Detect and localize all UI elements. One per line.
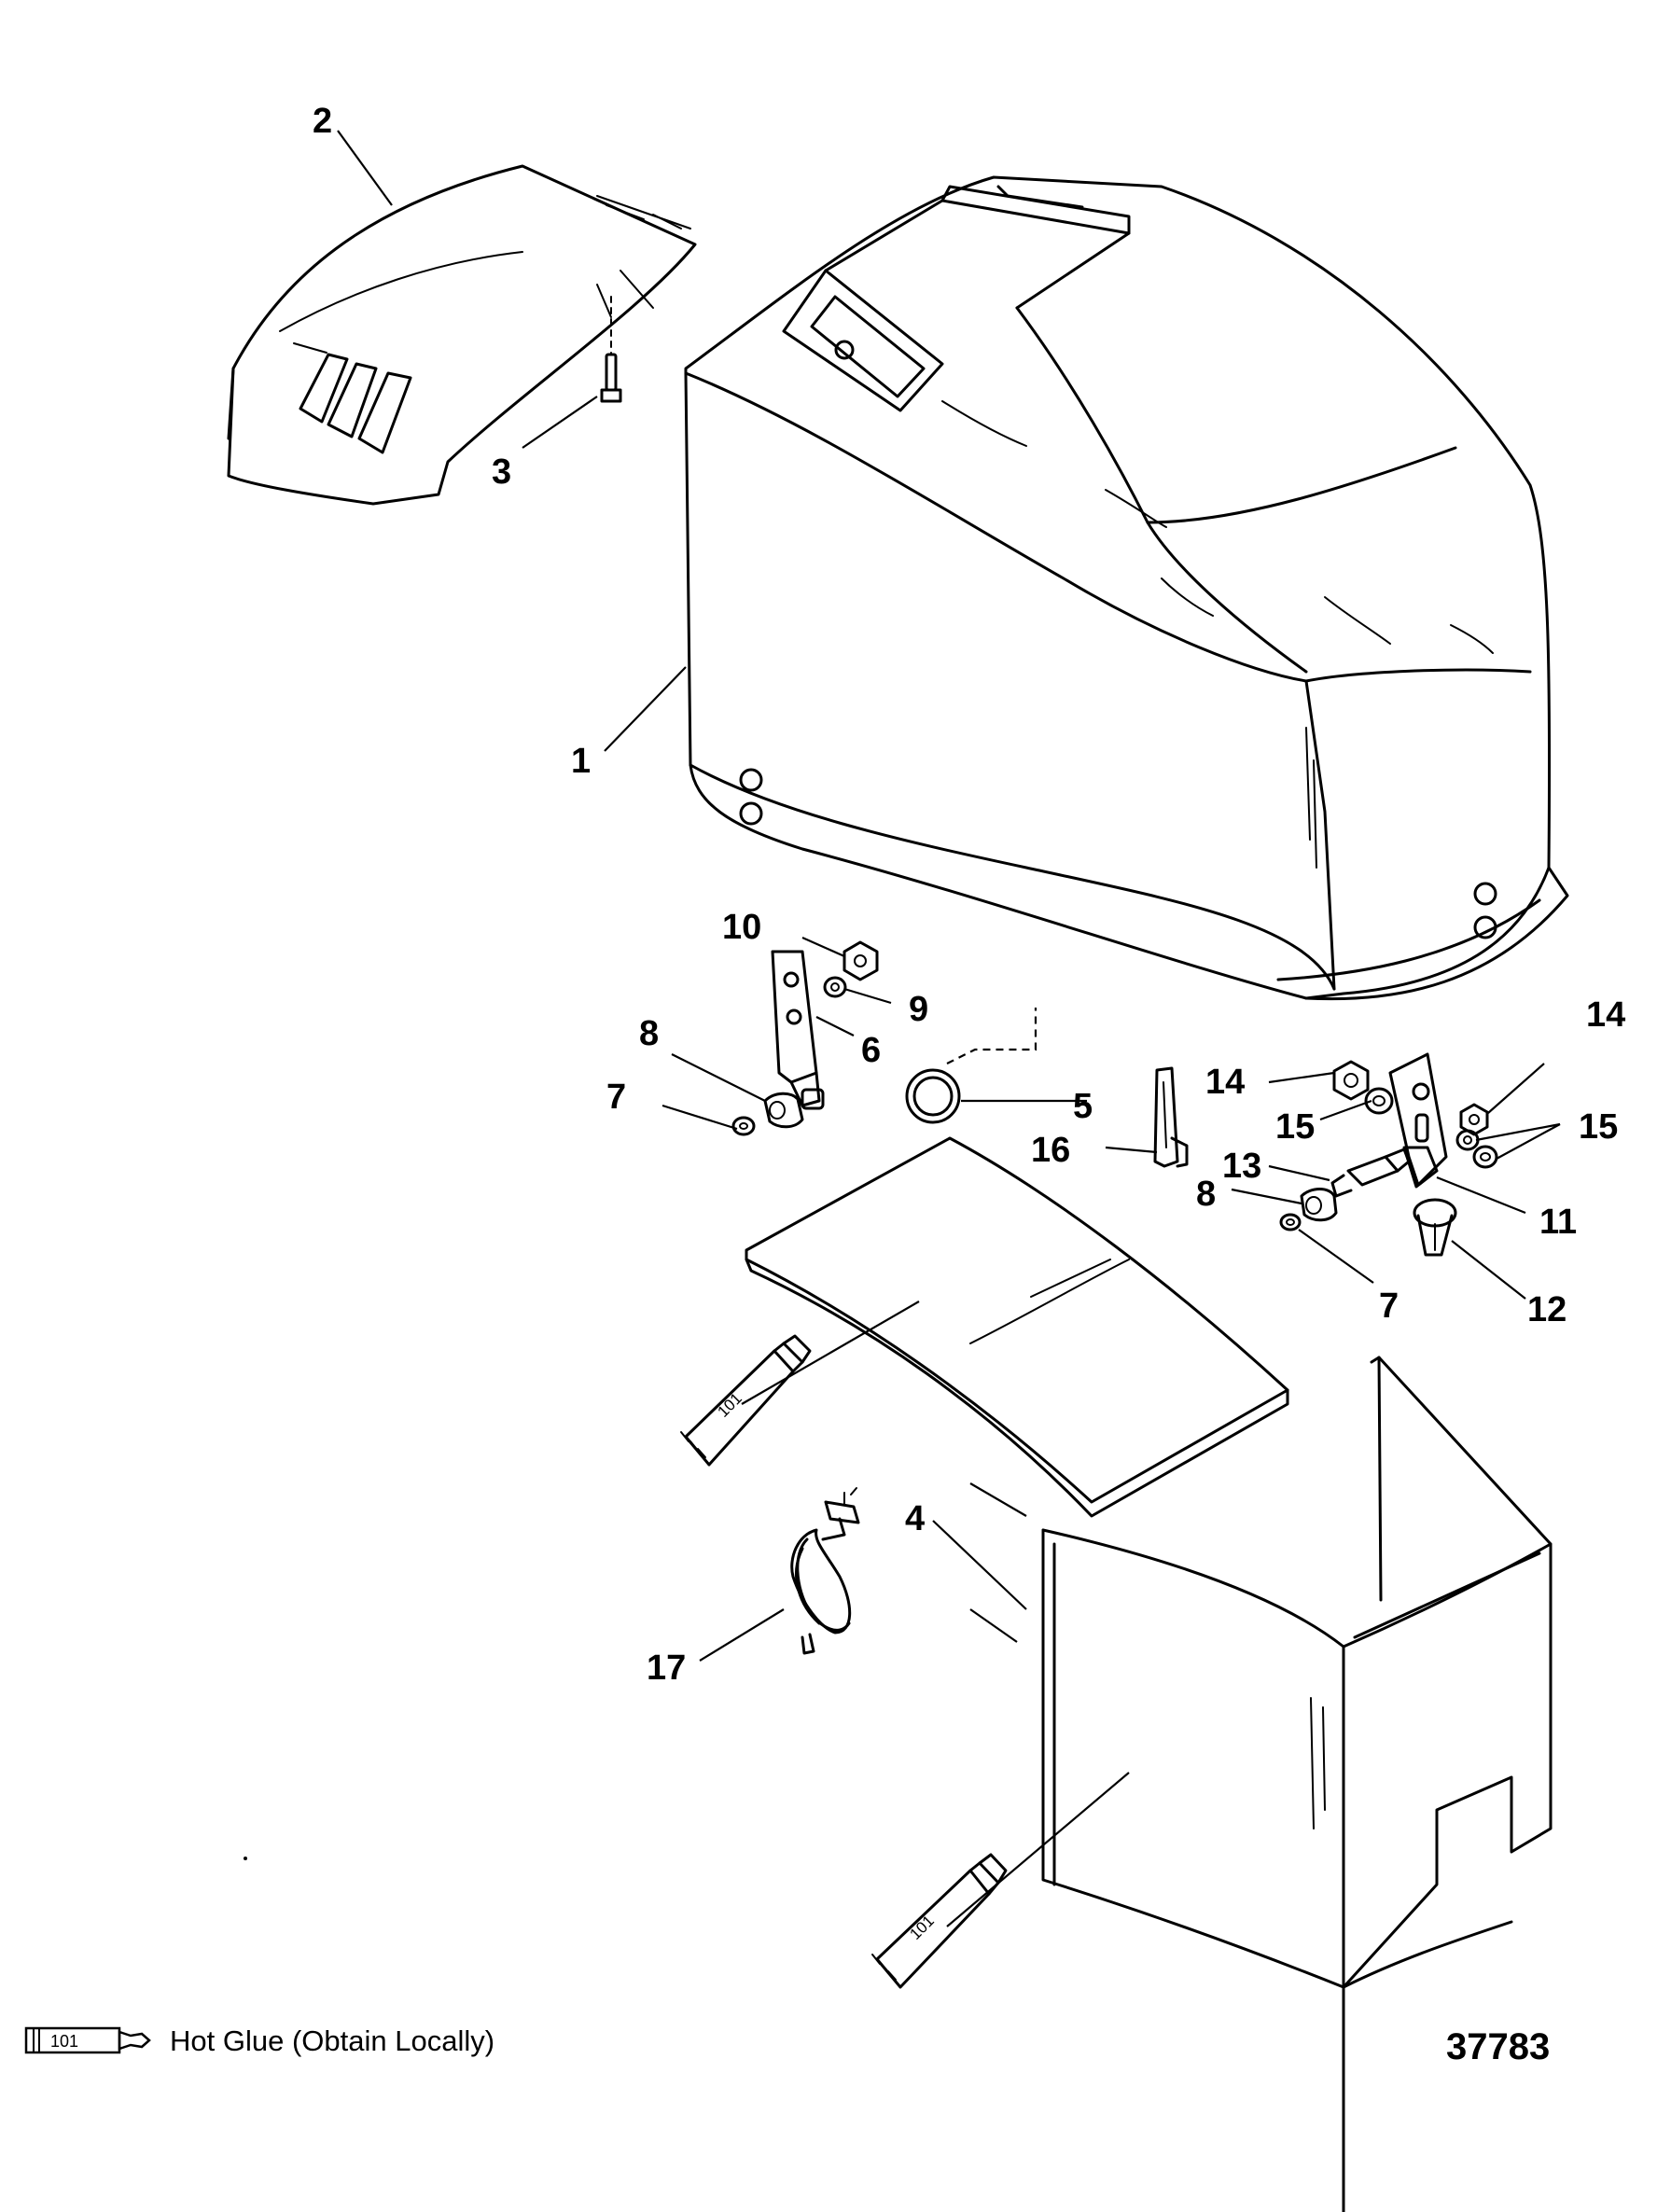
washer-icon (1472, 1145, 1498, 1169)
callout-13: 13 (1222, 1147, 1261, 1186)
callout-2: 2 (313, 102, 332, 141)
callout-12: 12 (1527, 1290, 1567, 1329)
glue-tube-icon-lower: 101 (871, 1853, 1008, 1989)
legend-text: Hot Glue (Obtain Locally) (170, 2024, 495, 2057)
callout-numbers: 2 3 1 10 9 6 8 7 5 16 14 14 15 15 13 8 1… (313, 102, 1625, 1688)
callout-8-right: 8 (1196, 1175, 1216, 1214)
clip-icon (1413, 1198, 1457, 1257)
nut-icon (1459, 1103, 1489, 1136)
tether-icon (790, 1487, 860, 1655)
stud-icon (1330, 1148, 1411, 1198)
washer-icon (1364, 1087, 1394, 1115)
callout-11: 11 (1539, 1203, 1577, 1242)
nut-icon (1332, 1060, 1370, 1101)
bushing-icon (1300, 1188, 1338, 1222)
callout-1: 1 (571, 742, 591, 781)
callout-5: 5 (1073, 1087, 1093, 1126)
leader-lines (337, 130, 1561, 1927)
glue-tube-code: 101 (714, 1389, 745, 1420)
callout-7-right: 7 (1379, 1287, 1399, 1326)
nut-icon (842, 940, 879, 981)
glue-tube-code: 101 (906, 1912, 937, 1942)
callout-10: 10 (722, 908, 761, 947)
chaps-top-panel (745, 1136, 1289, 1518)
callout-15-right: 15 (1579, 1107, 1618, 1147)
washer-icon (1455, 1129, 1480, 1151)
grommet-icon (905, 1008, 1037, 1124)
clip-icon (1279, 1213, 1302, 1231)
bracket-icon (771, 950, 825, 1110)
callout-14-right: 14 (1586, 995, 1625, 1035)
callout-15-left: 15 (1275, 1107, 1315, 1147)
glue-tube-legend-icon: 101 (24, 2026, 151, 2054)
glue-tube-icon-upper: 101 (680, 1334, 812, 1467)
latch-icon (1153, 1066, 1189, 1168)
callout-4: 4 (905, 1499, 925, 1538)
callout-3: 3 (492, 452, 511, 492)
clip-icon (731, 1116, 756, 1136)
cowl-cover-part (227, 164, 697, 506)
legend-code: 101 (50, 2032, 78, 2051)
screw-icon (600, 296, 622, 403)
callout-9: 9 (909, 990, 928, 1029)
bushing-icon (763, 1092, 804, 1129)
legend: 101 Hot Glue (Obtain Locally) (22, 2021, 494, 2062)
callout-7-left: 7 (606, 1078, 626, 1117)
callout-17: 17 (647, 1649, 686, 1688)
drawing-number: 37783 (1446, 2026, 1551, 2067)
callout-6: 6 (861, 1031, 881, 1070)
callout-14-left: 14 (1205, 1063, 1245, 1102)
latch-bracket-right (1388, 1052, 1448, 1189)
washer-icon (823, 976, 847, 998)
callout-16: 16 (1031, 1131, 1070, 1170)
chaps-lower-wrap (1041, 1356, 1553, 2212)
callout-8-left: 8 (639, 1014, 659, 1053)
cowl-top-part (684, 175, 1569, 1001)
